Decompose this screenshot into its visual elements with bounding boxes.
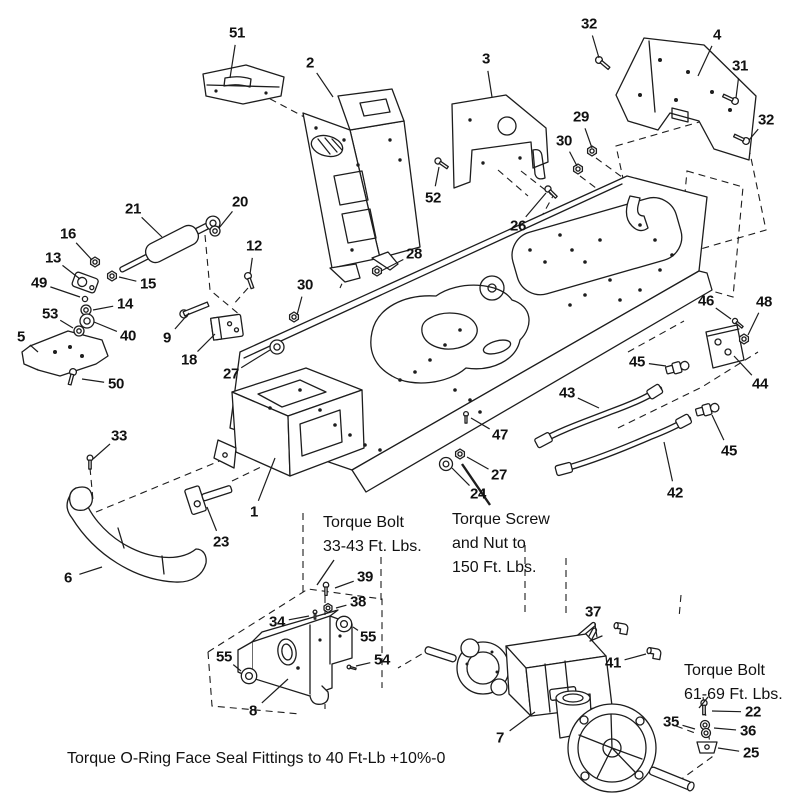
- part-callout-55: 55: [359, 628, 377, 646]
- part-callout-43: 43: [558, 384, 576, 402]
- part-callout-8: 8: [248, 702, 258, 720]
- torque-note-bolt-33-43-line: Torque Bolt: [323, 514, 404, 531]
- part-link-bracket: [179, 300, 244, 340]
- torque-note-bolt-61-69: Torque Bolt 61-69 Ft. Lbs.: [684, 659, 783, 707]
- bolt-9: [179, 300, 210, 319]
- torque-note-screw-150-line: and Nut to: [452, 535, 526, 552]
- part-callout-35: 35: [662, 713, 680, 731]
- part-callout-55: 55: [215, 648, 233, 666]
- part-frame: [214, 176, 712, 492]
- part-callout-52: 52: [424, 189, 442, 207]
- part-callout-22: 22: [744, 703, 762, 721]
- part-callout-13: 13: [44, 249, 62, 267]
- part-callout-40: 40: [119, 327, 137, 345]
- part-bumper: [67, 487, 206, 582]
- part-callout-29: 29: [572, 108, 590, 126]
- part-callout-32: 32: [580, 15, 598, 33]
- part-callout-5: 5: [16, 328, 26, 346]
- part-pivot-bracket: [22, 331, 108, 376]
- part-callout-33: 33: [110, 427, 128, 445]
- torque-note-o-ring: Torque O-Ring Face Seal Fittings to 40 F…: [67, 747, 445, 771]
- part-callout-32: 32: [757, 111, 775, 129]
- leader-lines: [30, 36, 759, 752]
- part-callout-39: 39: [356, 568, 374, 586]
- part-callout-25: 25: [742, 744, 760, 762]
- torque-note-screw-150-line: 150 Ft. Lbs.: [452, 559, 537, 576]
- part-callout-4: 4: [712, 26, 722, 44]
- torque-note-bolt-33-43-line: 33-43 Ft. Lbs.: [323, 538, 422, 555]
- part-callout-36: 36: [739, 722, 757, 740]
- torque-note-bolt-33-43: Torque Bolt 33-43 Ft. Lbs.: [323, 511, 422, 559]
- part-callout-48: 48: [755, 293, 773, 311]
- bolt-23: [184, 476, 235, 515]
- part-callout-53: 53: [41, 305, 59, 323]
- part-cover-bracket: [452, 95, 548, 188]
- part-callout-45: 45: [628, 353, 646, 371]
- torque-note-screw-150-line: Torque Screw: [452, 511, 550, 528]
- part-callout-49: 49: [30, 274, 48, 292]
- part-dash-tower: [303, 89, 420, 282]
- part-callout-18: 18: [180, 351, 198, 369]
- part-callout-24: 24: [469, 485, 487, 503]
- part-callout-16: 16: [59, 225, 77, 243]
- part-callout-28: 28: [405, 245, 423, 263]
- frame-holes: [268, 223, 674, 452]
- part-callout-38: 38: [349, 593, 367, 611]
- part-callout-6: 6: [63, 569, 73, 587]
- part-callout-30: 30: [555, 132, 573, 150]
- part-callout-3: 3: [481, 50, 491, 68]
- part-callout-12: 12: [245, 237, 263, 255]
- hardware-37-mark: [590, 636, 602, 641]
- part-callout-27: 27: [490, 466, 508, 484]
- part-callout-42: 42: [666, 484, 684, 502]
- part-callout-31: 31: [731, 57, 749, 75]
- part-callout-7: 7: [495, 729, 505, 747]
- part-callout-9: 9: [162, 329, 172, 347]
- part-callout-20: 20: [231, 193, 249, 211]
- part-callout-27: 27: [222, 365, 240, 383]
- torque-note-bolt-61-69-line: Torque Bolt: [684, 662, 765, 679]
- part-callout-30: 30: [296, 276, 314, 294]
- part-callout-41: 41: [604, 654, 622, 672]
- part-callout-51: 51: [228, 24, 246, 42]
- part-callout-23: 23: [212, 533, 230, 551]
- part-callout-26: 26: [509, 217, 527, 235]
- part-callout-44: 44: [751, 375, 769, 393]
- part-callout-14: 14: [116, 295, 134, 313]
- torque-note-bolt-61-69-line: 61-69 Ft. Lbs.: [684, 686, 783, 703]
- part-callout-45: 45: [720, 442, 738, 460]
- torque-note-screw-150: Torque Screw and Nut to 150 Ft. Lbs.: [452, 508, 550, 580]
- hardware-49: [82, 296, 87, 301]
- part-callout-34: 34: [268, 613, 286, 631]
- part-shock-absorber: [71, 211, 223, 294]
- part-hoses: [534, 384, 692, 476]
- hardware-25-clamp: [697, 742, 717, 753]
- part-hose-plate: [706, 325, 744, 368]
- part-callout-47: 47: [491, 426, 509, 444]
- part-callout-15: 15: [139, 275, 157, 293]
- part-callout-54: 54: [373, 651, 391, 669]
- hardware: [65, 54, 752, 753]
- part-axle-bracket: [238, 610, 352, 704]
- part-callout-1: 1: [249, 503, 259, 521]
- torque-note-o-ring-line: Torque O-Ring Face Seal Fittings to 40 F…: [67, 750, 446, 767]
- part-callout-37: 37: [584, 603, 602, 621]
- part-callout-21: 21: [124, 200, 142, 218]
- part-upper-bracket: [203, 65, 284, 104]
- part-callout-50: 50: [107, 375, 125, 393]
- part-callout-2: 2: [305, 54, 315, 72]
- part-callout-46: 46: [697, 292, 715, 310]
- part-transaxle: [424, 622, 695, 792]
